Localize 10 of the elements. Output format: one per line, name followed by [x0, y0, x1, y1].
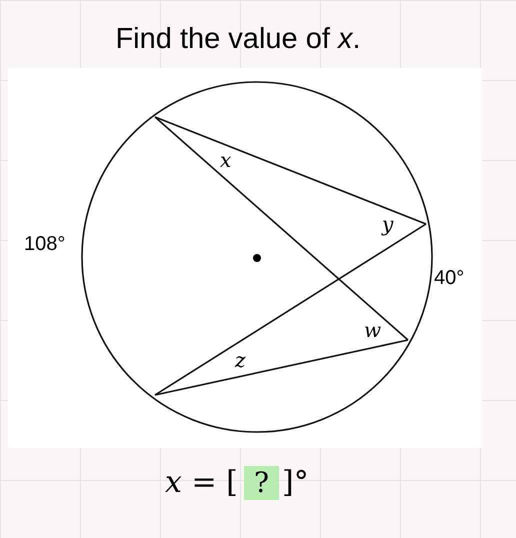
angle-label: z	[235, 350, 246, 370]
title-heading: Find the value of x.	[114, 25, 362, 54]
angle-label: w	[364, 320, 382, 340]
arc-measure-label: 108°	[24, 234, 66, 254]
arc-measure-label: 40°	[434, 268, 464, 288]
answer-field: ?	[244, 466, 280, 500]
equation-text: x = [	[165, 468, 238, 498]
angle-label: x	[220, 150, 232, 170]
angle-label: y	[382, 214, 394, 234]
equation-text: ]°	[282, 468, 309, 498]
